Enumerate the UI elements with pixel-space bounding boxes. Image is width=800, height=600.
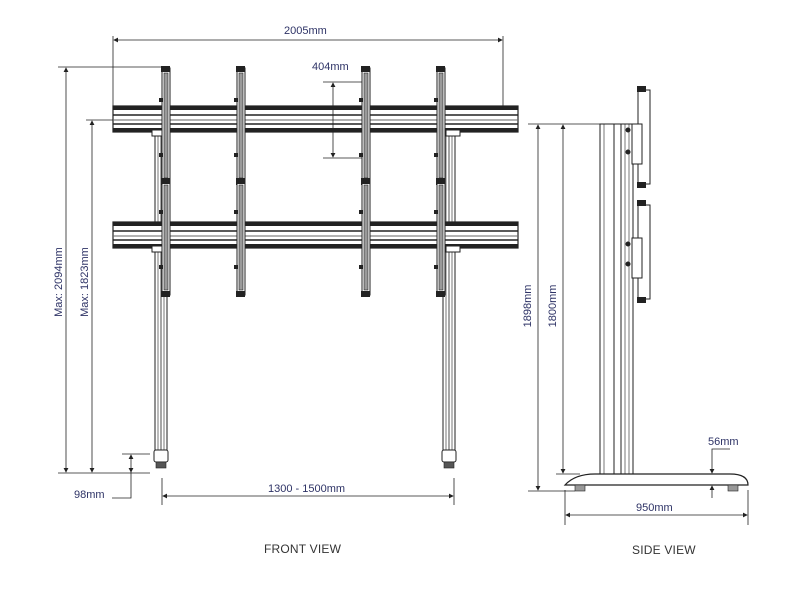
- dim-foot-height: 98mm: [74, 489, 105, 501]
- dim-base-height: 56mm: [708, 436, 739, 448]
- dim-side-total-height: 1898mm: [522, 284, 534, 328]
- dim-max-height-total: Max: 2094mm: [53, 247, 65, 317]
- side-view-title: SIDE VIEW: [632, 543, 696, 557]
- dim-side-column-height: 1800mm: [547, 284, 559, 328]
- side-view-drawing: [528, 86, 749, 525]
- dim-max-height-rail: Max: 1823mm: [79, 247, 91, 317]
- dim-leg-spacing: 1300 - 1500mm: [268, 483, 346, 495]
- front-view-drawing: [58, 36, 519, 505]
- dim-total-width: 2005mm: [284, 25, 327, 37]
- front-view-title: FRONT VIEW: [264, 542, 342, 556]
- dim-base-depth: 950mm: [636, 502, 673, 514]
- dim-bracket-height: 404mm: [312, 61, 349, 73]
